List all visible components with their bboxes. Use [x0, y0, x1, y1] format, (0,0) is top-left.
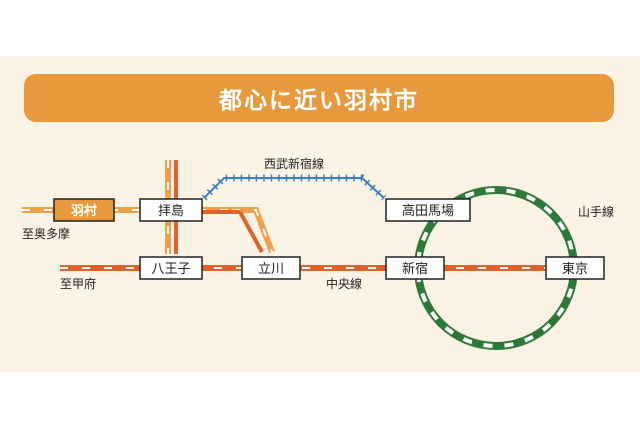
station-label: 新宿 — [402, 261, 428, 277]
station-tachikawa[interactable]: 立川 — [241, 256, 301, 280]
station-label: 羽村 — [71, 203, 97, 219]
station-label: 高田馬場 — [402, 203, 454, 219]
station-hachioji[interactable]: 八王子 — [139, 256, 203, 280]
title-banner: 都心に近い羽村市 — [24, 74, 614, 122]
station-label: 立川 — [258, 262, 284, 277]
station-takadanobaba[interactable]: 高田馬場 — [385, 198, 471, 222]
chuo-line-label: 中央線 — [326, 276, 362, 291]
yamanote-line-label: 山手線 — [578, 204, 614, 219]
slide: 羽村 拝島 八王子 立川 高田馬場 新宿 東京 西武新宿線 中央線 山手線 — [0, 56, 640, 372]
station-haijima[interactable]: 拝島 — [139, 198, 203, 222]
station-hamura[interactable]: 羽村 — [53, 198, 115, 222]
station-label: 東京 — [562, 261, 588, 277]
seibu-shinjuku-line-label: 西武新宿線 — [264, 156, 324, 171]
direction-kofu-label: 至甲府 — [60, 276, 96, 291]
seibu-shinjuku-line — [201, 174, 387, 201]
station-tokyo[interactable]: 東京 — [545, 256, 605, 280]
page-title: 都心に近い羽村市 — [219, 88, 419, 114]
station-label: 八王子 — [151, 262, 190, 277]
station-label: 拝島 — [158, 204, 184, 219]
station-shinjuku[interactable]: 新宿 — [385, 256, 445, 280]
direction-okutama-label: 至奥多摩 — [22, 226, 70, 241]
route-map: 羽村 拝島 八王子 立川 高田馬場 新宿 東京 西武新宿線 中央線 山手線 — [22, 156, 614, 350]
